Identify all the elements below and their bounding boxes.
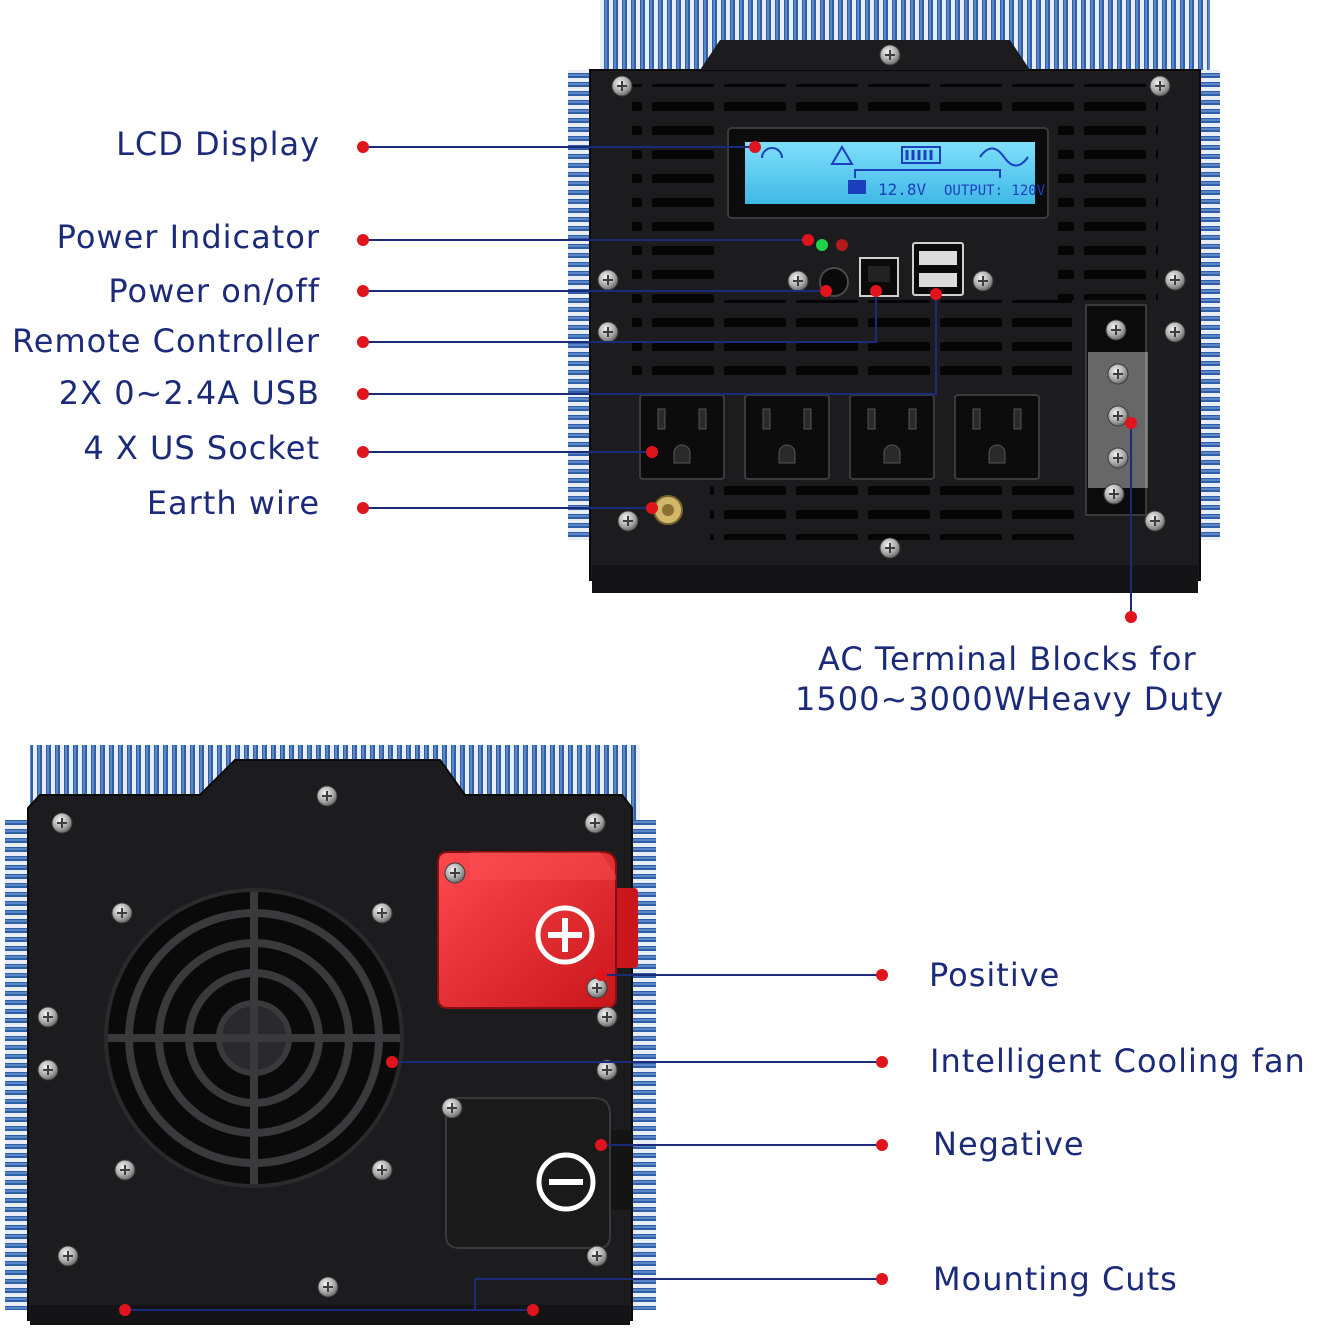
label-lcd-display: LCD Display <box>116 125 320 163</box>
label-us-socket: 4 X US Socket <box>83 429 320 467</box>
lcd-battery-voltage: 12.8V <box>878 180 927 199</box>
label-ac-terminal-line2: 1500~3000WHeavy Duty <box>795 680 1225 718</box>
plus-icon <box>535 905 595 965</box>
label-power-indicator: Power Indicator <box>56 218 320 256</box>
power-indicator-green <box>816 239 828 251</box>
power-indicator-red <box>836 239 848 251</box>
back-leader-dots <box>119 969 888 1316</box>
front-panel: 12.8V OUTPUT: 120V <box>568 0 1220 593</box>
back-panel <box>5 745 656 1325</box>
battery-level-icon <box>901 146 941 164</box>
usb-port-icon[interactable] <box>912 242 964 296</box>
label-ac-terminal-line1: AC Terminal Blocks for <box>818 640 1197 678</box>
front-leader-lines <box>363 146 1132 617</box>
label-remote-controller: Remote Controller <box>11 322 320 360</box>
lcd-display <box>745 142 1035 204</box>
lcd-output-voltage: OUTPUT: 120V <box>944 183 1046 199</box>
label-mounting-cuts: Mounting Cuts <box>933 1260 1178 1298</box>
label-earth-wire: Earth wire <box>146 484 320 522</box>
label-cooling-fan: Intelligent Cooling fan <box>930 1042 1306 1080</box>
label-negative: Negative <box>933 1125 1085 1163</box>
label-positive: Positive <box>929 956 1061 994</box>
negative-terminal <box>441 1097 632 1249</box>
fan-grille-icon <box>104 888 404 1188</box>
back-leader-lines <box>125 974 882 1311</box>
front-leader-dots <box>357 141 1137 623</box>
positive-terminal <box>437 851 638 1009</box>
minus-icon <box>536 1152 596 1212</box>
label-power-onoff: Power on/off <box>108 272 320 310</box>
label-usb: 2X 0~2.4A USB <box>58 374 320 412</box>
